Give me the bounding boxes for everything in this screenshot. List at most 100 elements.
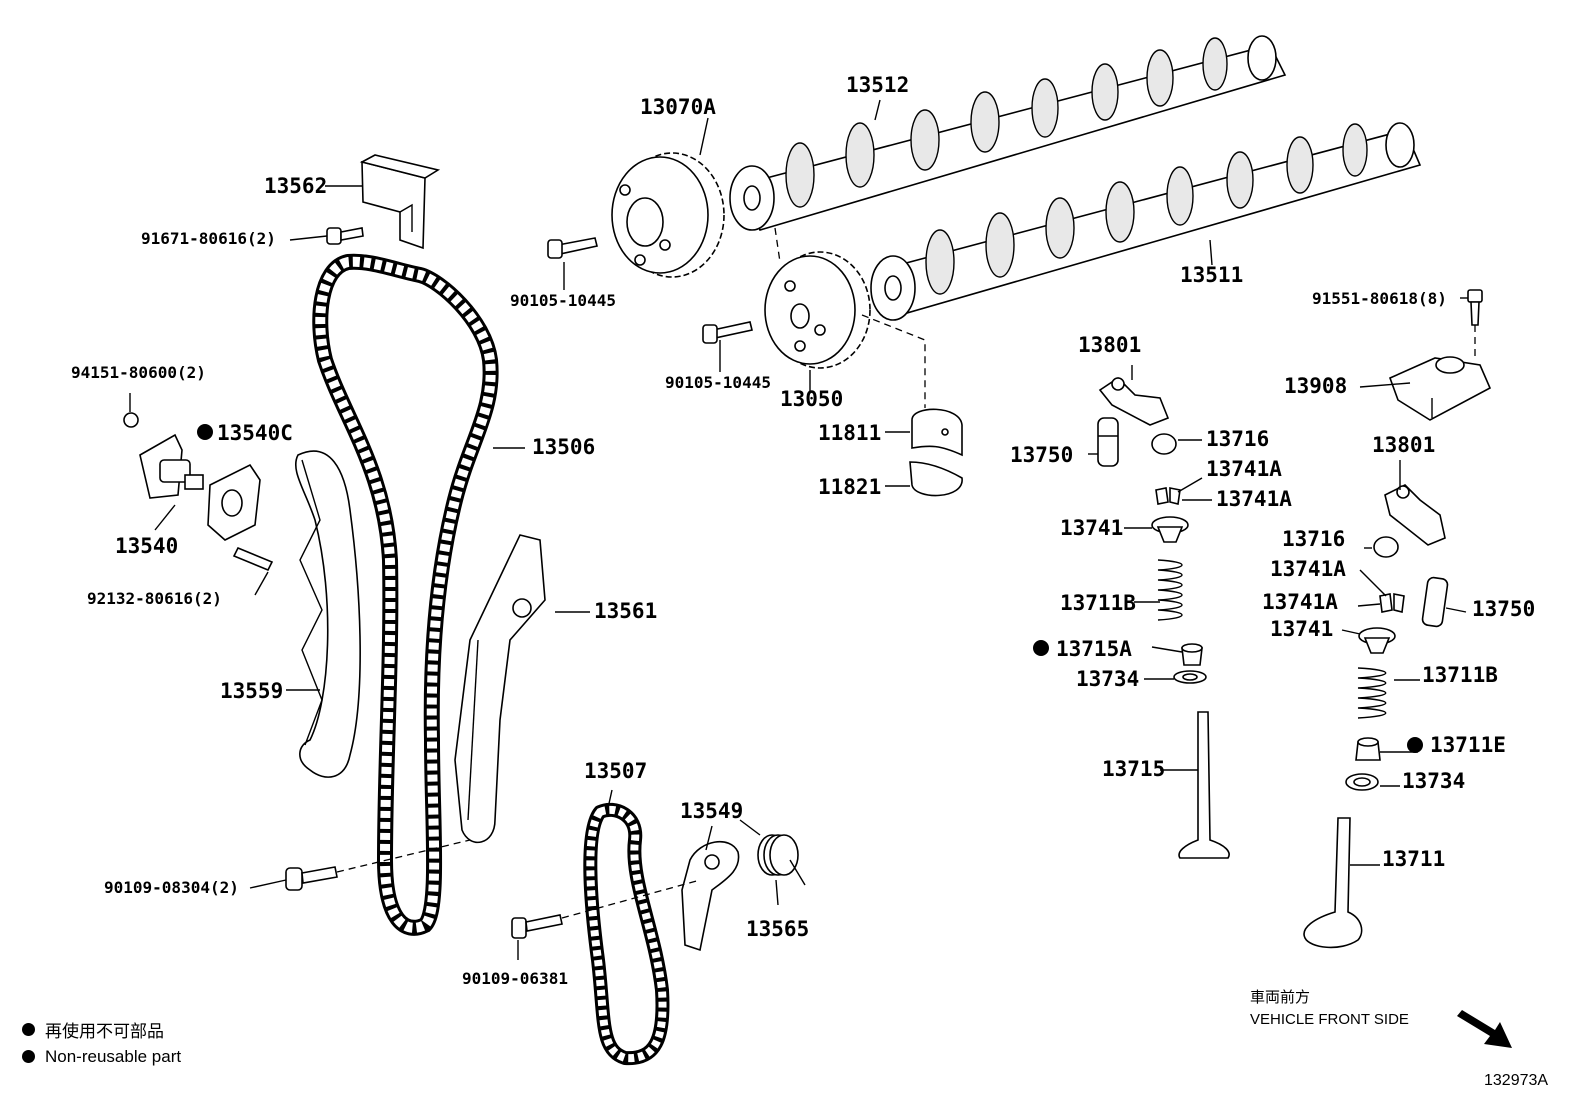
guide-plate-13562 <box>359 154 441 250</box>
rocker-arm-13801-b <box>1384 484 1446 546</box>
bearing-11821 <box>909 461 963 497</box>
valve-spring-13711B-b <box>1357 667 1387 719</box>
vehicle-front-en: VEHICLE FRONT SIDE <box>1250 1011 1409 1028</box>
chain-guide-13561 <box>454 534 546 844</box>
label-13716-b: 13716 <box>1282 527 1345 551</box>
bearing-11811 <box>911 408 963 457</box>
label-94151-80600: 94151-80600(2) <box>71 363 206 382</box>
label-91671-80616: 91671-80616(2) <box>141 229 276 248</box>
label-11811: 11811 <box>818 421 881 445</box>
label-90105-10445-lower: 90105-10445 <box>665 373 771 392</box>
label-91551-80618: 91551-80618(8) <box>1312 289 1447 308</box>
spring-13565 <box>739 819 806 886</box>
bullet-icon <box>22 1050 35 1063</box>
tensioner-13540 <box>123 412 204 499</box>
valve-13711 <box>1303 817 1363 949</box>
vehicle-front-note: 車両前方 VEHICLE FRONT SIDE <box>1250 987 1409 1031</box>
label-13741-a: 13741 <box>1060 516 1123 540</box>
legend-text-jp: 再使用不可部品 <box>45 1022 164 1041</box>
label-13540: 13540 <box>115 534 178 558</box>
label-13741A-b: 13741A <box>1216 487 1292 511</box>
lash-adjuster-13750-b <box>1421 576 1449 628</box>
bracket-13908 <box>1388 356 1492 421</box>
part-labels: 13070A 13512 13562 91671-80616(2) 90105-… <box>71 73 1535 988</box>
valve-spring-13711B-a <box>1157 559 1183 621</box>
label-13741A-d: 13741A <box>1262 590 1338 614</box>
bolt-91551 <box>1467 289 1483 360</box>
diagram-code: 132973A <box>1484 1072 1549 1089</box>
label-13506: 13506 <box>532 435 595 459</box>
label-90105-10445-upper: 90105-10445 <box>510 291 616 310</box>
label-13561: 13561 <box>594 599 657 623</box>
gasket-13540C <box>207 463 261 541</box>
label-13565: 13565 <box>746 917 809 941</box>
label-13741A-c: 13741A <box>1270 557 1346 581</box>
label-13549: 13549 <box>680 799 743 823</box>
camshaft-13511 <box>870 122 1422 321</box>
washer-13734-b <box>1345 773 1379 791</box>
washer-13734-a <box>1173 670 1207 684</box>
label-13711E: 13711E <box>1430 733 1506 757</box>
label-13801-a: 13801 <box>1078 333 1141 357</box>
label-13512: 13512 <box>846 73 909 97</box>
bolt-90109-08304 <box>285 866 338 891</box>
label-13801-b: 13801 <box>1372 433 1435 457</box>
front-arrow-icon <box>1457 1010 1512 1048</box>
cap-13716-a <box>1151 433 1177 455</box>
valve-seal-13715A <box>1181 643 1203 666</box>
vvt-gear-13070A <box>611 152 725 278</box>
chain-slipper-13559 <box>294 450 361 778</box>
chain-13507 <box>583 802 670 1066</box>
retainer-13741-b <box>1358 627 1396 654</box>
vvt-gear-13050 <box>764 251 871 369</box>
lash-adjuster-13750-a <box>1097 417 1119 467</box>
stud-92132 <box>232 546 274 572</box>
camshaft-13512 <box>729 35 1287 231</box>
label-13715A: 13715A <box>1056 637 1132 661</box>
non-reusable-markers <box>197 424 1423 753</box>
cap-13716-b <box>1373 536 1399 558</box>
label-13711: 13711 <box>1382 847 1445 871</box>
bullet-icon <box>22 1023 35 1036</box>
valve-13715 <box>1178 711 1230 859</box>
label-13540C: 13540C <box>217 421 293 445</box>
legend-row-en: Non-reusable part <box>22 1043 181 1070</box>
legend-row-jp: 再使用不可部品 <box>22 1016 181 1043</box>
bolt-90109-06381 <box>511 914 563 939</box>
bolt-91671 <box>326 227 364 245</box>
vehicle-front-jp: 車両前方 <box>1250 989 1311 1006</box>
label-13734-b: 13734 <box>1402 769 1465 793</box>
bolt-90105-upper <box>547 237 598 259</box>
rocker-arm-13801-a <box>1098 376 1170 426</box>
label-13511: 13511 <box>1180 263 1243 287</box>
label-13562: 13562 <box>264 174 327 198</box>
label-13750-a: 13750 <box>1010 443 1073 467</box>
legend-text-en: Non-reusable part <box>45 1046 182 1066</box>
keeper-13741A-a <box>1155 487 1181 505</box>
label-90109-08304: 90109-08304(2) <box>104 878 239 897</box>
label-13070A: 13070A <box>640 95 716 119</box>
label-13908: 13908 <box>1284 374 1347 398</box>
label-13741-b: 13741 <box>1270 617 1333 641</box>
label-13507: 13507 <box>584 759 647 783</box>
retainer-13741-a <box>1151 516 1189 543</box>
label-13711B-a: 13711B <box>1060 591 1136 615</box>
label-13716-a: 13716 <box>1206 427 1269 451</box>
label-13734-a: 13734 <box>1076 667 1139 691</box>
timing-chain-13506 <box>312 253 499 936</box>
label-13050: 13050 <box>780 387 843 411</box>
label-90109-06381: 90109-06381 <box>462 969 568 988</box>
label-11821: 11821 <box>818 475 881 499</box>
legend: 再使用不可部品 Non-reusable part <box>22 1016 181 1070</box>
label-13750-b: 13750 <box>1472 597 1535 621</box>
label-13741A-a: 13741A <box>1206 457 1282 481</box>
valve-seal-13711E <box>1355 737 1381 761</box>
label-92132-80616: 92132-80616(2) <box>87 589 222 608</box>
label-13715: 13715 <box>1102 757 1165 781</box>
bolt-90105-lower <box>702 321 753 344</box>
tensioner-arm-13549 <box>681 840 740 952</box>
label-13559: 13559 <box>220 679 283 703</box>
keeper-13741A-b <box>1379 593 1405 613</box>
label-13711B-b: 13711B <box>1422 663 1498 687</box>
